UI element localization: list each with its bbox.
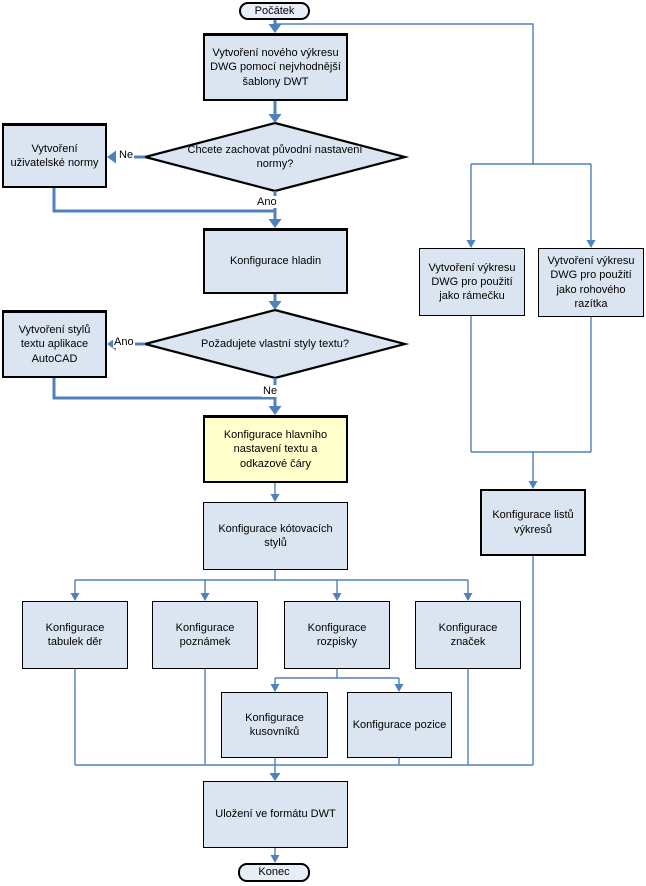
process-create-frame: Vytvoření výkresu DWG pro použití jako r… <box>419 248 525 316</box>
arrowhead <box>269 773 281 781</box>
decision-keep-norm-label: Chcete zachovat původní nastavení normy? <box>187 143 363 170</box>
process-config-notes: Konfigurace poznámek <box>152 601 258 669</box>
arrowhead <box>200 593 210 601</box>
process-save-dwt: Uložení ve formátu DWT <box>203 781 348 848</box>
arrowhead <box>332 593 342 601</box>
branch-label-yes-1: Ano <box>256 196 278 209</box>
wire-decision1-yes-merge <box>52 188 277 220</box>
node-label: Konfigurace listů výkresů <box>492 509 574 536</box>
node-label: Uložení ve formátu DWT <box>215 808 336 821</box>
end-terminator: Konec <box>238 863 310 882</box>
arrowhead <box>586 240 596 248</box>
start-terminator: Počátek <box>239 2 310 20</box>
process-config-layers: Konfigurace hladin <box>203 228 348 294</box>
node-label: Vytvoření stylů textu aplikace AutoCAD <box>18 324 91 365</box>
arrowhead <box>268 24 282 33</box>
node-label: Počátek <box>254 4 295 17</box>
process-create-user-norm: Vytvoření uživatelské normy <box>2 123 107 188</box>
process-config-parts-list: Konfigurace rozpisky <box>284 601 390 669</box>
node-label: Konfigurace hladin <box>229 255 322 268</box>
node-label: Konfigurace rozpisky <box>307 621 367 648</box>
wire-decision2-no-merge <box>52 378 277 407</box>
process-config-sheets: Konfigurace listů výkresů <box>480 489 586 556</box>
process-config-bom: Konfigurace kusovníků <box>221 692 328 758</box>
arrowhead <box>107 150 116 164</box>
node-label: Vytvoření uživatelské normy <box>10 142 99 169</box>
node-label: Konfigurace tabulek děr <box>45 621 105 648</box>
arrowhead <box>270 855 280 863</box>
node-label: Konfigurace pozice <box>352 718 447 731</box>
process-config-dim-styles: Konfigurace kótovacích stylů <box>203 502 348 570</box>
wire-bottom-collector <box>74 556 534 773</box>
wire-fanout-four <box>74 570 469 593</box>
arrowhead <box>466 240 476 248</box>
process-config-main-text: Konfigurace hlavního nastavení textu a o… <box>203 415 348 483</box>
process-config-hole-tables: Konfigurace tabulek děr <box>22 601 128 669</box>
wire-top-right-branch <box>275 23 592 240</box>
arrowhead <box>270 494 280 502</box>
node-label: Vytvoření výkresu DWG pro použití jako r… <box>547 255 635 310</box>
node-label: Konec <box>258 866 290 879</box>
arrowhead <box>270 684 280 692</box>
node-label: Vytvoření výkresu DWG pro použití jako r… <box>428 261 516 303</box>
arrowhead <box>528 481 538 489</box>
node-label: Vytvoření nového výkresu DWG pomocí nejv… <box>210 47 341 88</box>
process-create-dwg: Vytvoření nového výkresu DWG pomocí nejv… <box>203 33 348 101</box>
branch-label-yes-2: Ano <box>113 336 135 349</box>
node-label: Konfigurace kótovacích stylů <box>218 522 333 549</box>
arrowhead <box>463 593 473 601</box>
process-create-title-block: Vytvoření výkresu DWG pro použití jako r… <box>538 248 644 317</box>
process-create-text-styles: Vytvoření stylů textu aplikace AutoCAD <box>2 310 107 378</box>
wire-right-merge <box>470 316 592 481</box>
arrowhead <box>268 301 282 310</box>
node-label: Konfigurace hlavního nastavení textu a o… <box>223 429 328 470</box>
process-config-balloons: Konfigurace pozice <box>347 692 452 758</box>
branch-label-no-1: Ne <box>118 149 135 162</box>
arrowhead <box>268 219 282 228</box>
node-label: Konfigurace značek <box>438 621 498 648</box>
node-label: Konfigurace poznámek <box>175 621 235 648</box>
arrowhead <box>70 593 80 601</box>
branch-label-no-2: Ne <box>262 385 279 398</box>
arrowhead <box>394 684 404 692</box>
decision-text-styles-label: Požadujete vlastní styly textu? <box>201 337 349 350</box>
arrowhead <box>268 406 282 415</box>
node-label: Konfigurace kusovníků <box>245 711 304 738</box>
process-config-symbols: Konfigurace značek <box>415 601 521 669</box>
arrowhead <box>268 114 282 123</box>
wire-fanout-two <box>274 669 400 684</box>
